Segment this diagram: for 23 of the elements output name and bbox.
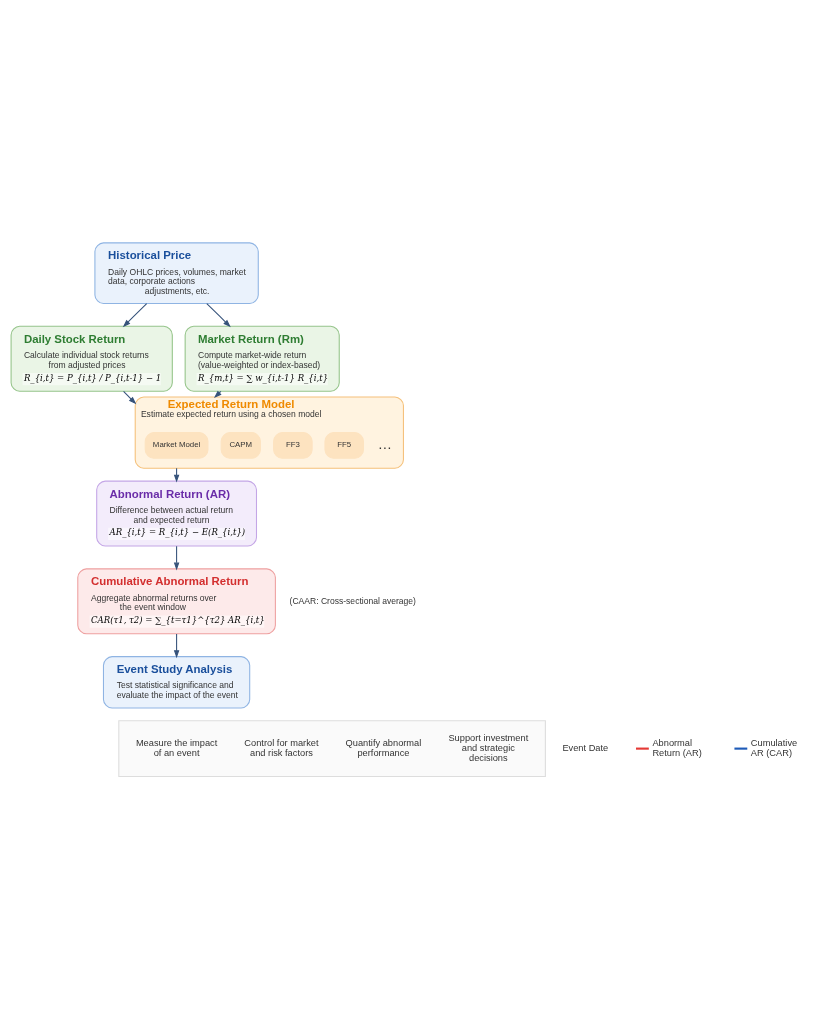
arrow <box>213 390 222 398</box>
node-box: FF3 <box>273 431 313 459</box>
node-label: (CAAR: Cross-sectional average) <box>289 595 416 606</box>
cluster <box>118 719 546 777</box>
node-label: … <box>377 435 393 452</box>
arrow <box>206 302 231 327</box>
node-box: CAPM <box>220 431 261 459</box>
node-box: Abnormal Return (AR) Difference between actual return and expected return AR_{i,t} = R_{i,t} − E(R_{i,t}) <box>96 480 258 547</box>
arrow <box>173 467 180 483</box>
node-box: Cumulative Abnormal Return Aggregate abnormal returns over the event window CAR(τ1, τ2) = ∑_{t=τ1}^{τ2} AR_{i,t} <box>77 567 276 634</box>
label: Event Date <box>562 742 609 753</box>
node-box: Daily Stock Return Calculate individual stock returns from adjusted prices R_{i,t} = P_{i,t} / P_{i,t-1} − 1 <box>10 325 173 392</box>
node-text: Quantify abnormal performance <box>345 737 422 758</box>
node-text: Support investment and strategic decisions <box>448 732 529 763</box>
node-box: Market Model <box>144 431 209 459</box>
legend-label: Cumulative AR (CAR) <box>750 737 798 758</box>
node-text: Measure the impact of an event <box>135 737 218 758</box>
node-box: Historical Price Daily OHLC prices, volumes, market data, corporate actions adjustments, etc. <box>94 241 259 304</box>
legend-label: Abnormal Return (AR) <box>652 737 702 758</box>
node-box: FF5 <box>324 431 365 459</box>
arrow <box>122 302 148 327</box>
node-text: Control for market and risk factors <box>244 737 319 758</box>
node-box: Event Study Analysis Test statistical significance and evaluate the impact of the event <box>102 655 251 708</box>
